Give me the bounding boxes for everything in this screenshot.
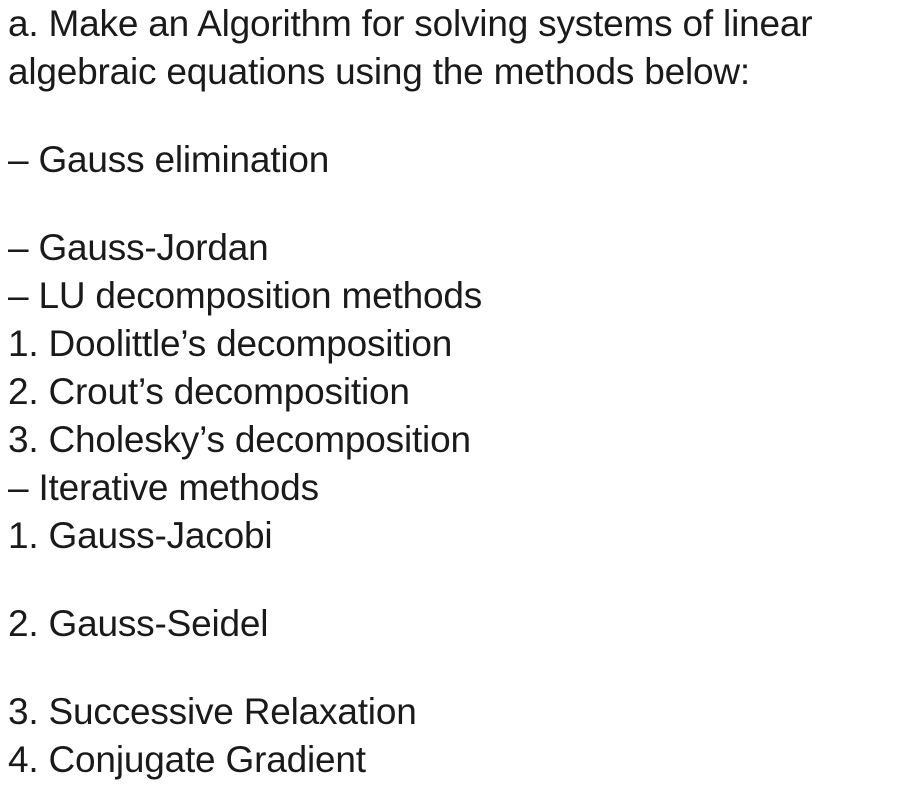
submethod-gauss-seidel: 2. Gauss-Seidel	[8, 603, 269, 644]
intro-line-1: a. Make an Algorithm for solving systems…	[8, 3, 813, 44]
question-document: a. Make an Algorithm for solving systems…	[8, 0, 914, 787]
spacer	[8, 648, 914, 688]
spacer	[8, 96, 914, 136]
method-gauss-jordan: – Gauss-Jordan	[8, 227, 269, 268]
submethod-crout: 2. Crout’s decomposition	[8, 371, 410, 412]
spacer	[8, 560, 914, 600]
submethod-doolittle: 1. Doolittle’s decomposition	[8, 323, 453, 364]
submethod-conjugate-gradient: 4. Conjugate Gradient	[8, 739, 366, 780]
submethod-successive-relaxation: 3. Successive Relaxation	[8, 691, 417, 732]
submethod-gauss-jacobi: 1. Gauss-Jacobi	[8, 515, 273, 556]
method-gauss-elimination: – Gauss elimination	[8, 139, 330, 180]
spacer	[8, 184, 914, 224]
submethod-cholesky: 3. Cholesky’s decomposition	[8, 419, 471, 460]
method-iterative: – Iterative methods	[8, 467, 319, 508]
intro-line-2: algebraic equations using the methods be…	[8, 51, 750, 92]
method-lu-decomposition: – LU decomposition methods	[8, 275, 483, 316]
